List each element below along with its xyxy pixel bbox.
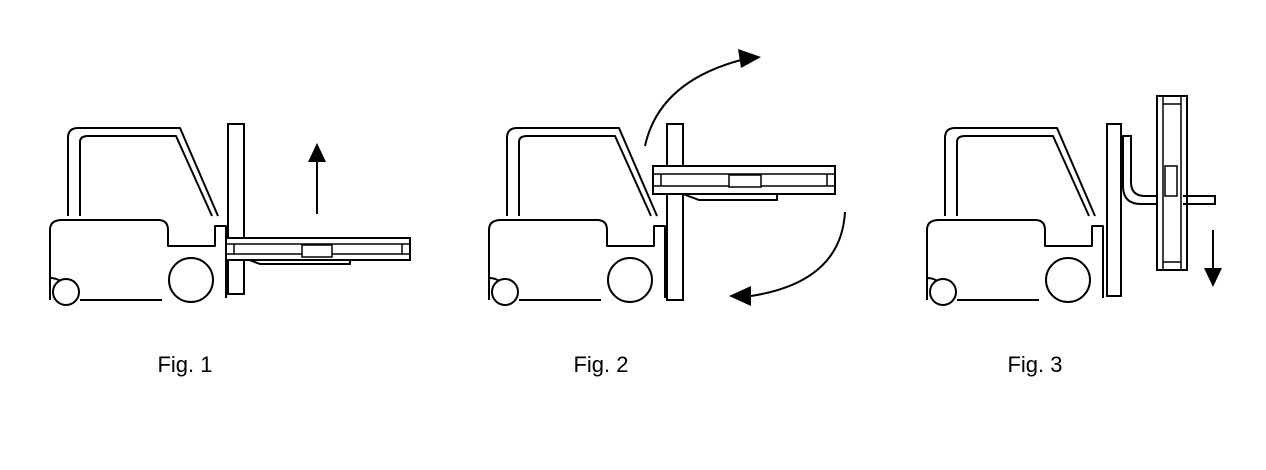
pallet (1156, 95, 1188, 271)
up-arrow-icon (308, 143, 326, 214)
pallet (225, 237, 411, 261)
pallet (652, 165, 836, 195)
mast (666, 123, 684, 301)
figure-1-caption: Fig. 1 (157, 352, 213, 377)
figure-1 (49, 123, 411, 306)
front-wheel (1045, 257, 1091, 303)
fork-tine (682, 193, 778, 201)
figure-2 (488, 49, 846, 306)
rear-wheel (52, 278, 80, 306)
mast (227, 123, 245, 295)
figure-2-caption: Fig. 2 (573, 352, 629, 377)
mast (1106, 123, 1122, 297)
down-arrow-icon (1204, 230, 1222, 287)
front-wheel (607, 257, 653, 303)
rotate-clockwise-arrow-icon (644, 49, 761, 147)
figure-3 (926, 95, 1222, 306)
rotate-down-arrow-icon (729, 211, 846, 306)
rear-wheel (929, 278, 957, 306)
figure-3-caption: Fig. 3 (1007, 352, 1063, 377)
rear-wheel (491, 278, 519, 306)
front-wheel (168, 257, 214, 303)
